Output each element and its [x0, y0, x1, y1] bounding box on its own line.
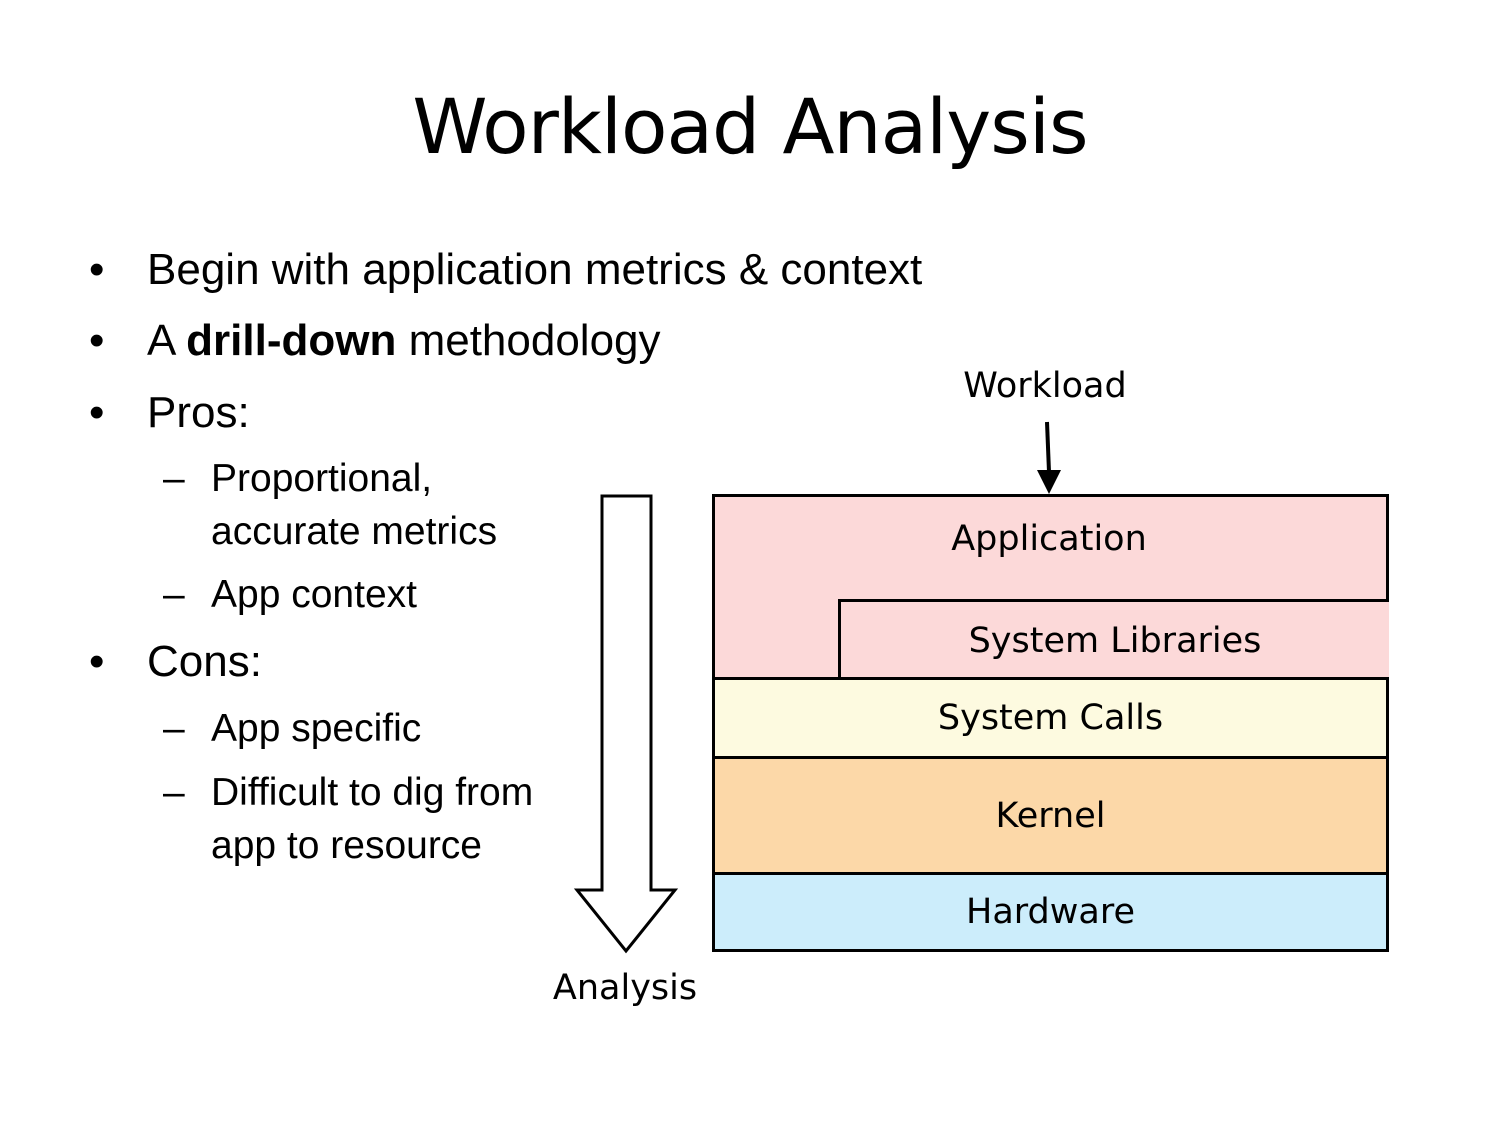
bullet-dot-icon: • — [89, 316, 105, 365]
layer-label: Kernel — [995, 795, 1106, 836]
pro-item: – App context — [163, 568, 417, 621]
layer-hardware: Hardware — [712, 872, 1389, 952]
bullet-begin: • Begin with application metrics & conte… — [89, 245, 923, 296]
layer-kernel: Kernel — [712, 756, 1389, 875]
layer-label: System Calls — [937, 698, 1164, 738]
con-line: Difficult to dig from — [211, 771, 534, 814]
bullet-pros: • Pros: — [89, 388, 250, 439]
bullet-suffix: methodology — [396, 316, 661, 365]
bullet-prefix: A — [147, 316, 187, 365]
bullet-dot-icon: • — [89, 245, 105, 294]
pro-item: – Proportional, accurate metrics — [163, 452, 498, 558]
workload-arrow-icon — [1037, 421, 1061, 494]
bullet-dot-icon: • — [89, 637, 105, 686]
con-line: app to resource — [211, 824, 483, 867]
layer-label: System Libraries — [968, 621, 1262, 661]
con-line: App specific — [211, 707, 422, 750]
pro-line: Proportional, — [211, 457, 433, 500]
pro-line: accurate metrics — [211, 510, 498, 553]
slide-title: Workload Analysis — [412, 82, 1088, 171]
analysis-label: Analysis — [552, 968, 698, 1008]
dash-icon: – — [163, 457, 185, 500]
bullet-dot-icon: • — [89, 388, 105, 437]
bullet-text: Begin with application metrics & context — [147, 245, 923, 294]
bullet-drill-down: • A drill-down methodology — [89, 316, 661, 367]
bullet-text: Pros: — [147, 388, 250, 437]
layer-label: Hardware — [966, 892, 1135, 932]
pro-line: App context — [211, 573, 417, 616]
layer-system-libraries: System Libraries — [838, 599, 1389, 680]
con-item: – Difficult to dig from app to resource — [163, 766, 534, 872]
dash-icon: – — [163, 573, 185, 616]
analysis-arrow-icon — [573, 494, 679, 954]
dash-icon: – — [163, 707, 185, 750]
con-item: – App specific — [163, 702, 422, 755]
workload-label: Workload — [963, 366, 1127, 406]
bullet-bold-text: drill-down — [186, 316, 397, 365]
layer-label: Application — [951, 519, 1147, 559]
bullet-cons: • Cons: — [89, 637, 262, 688]
bullet-text: Cons: — [147, 637, 262, 686]
layer-system-calls: System Calls — [712, 677, 1389, 759]
dash-icon: – — [163, 771, 185, 814]
